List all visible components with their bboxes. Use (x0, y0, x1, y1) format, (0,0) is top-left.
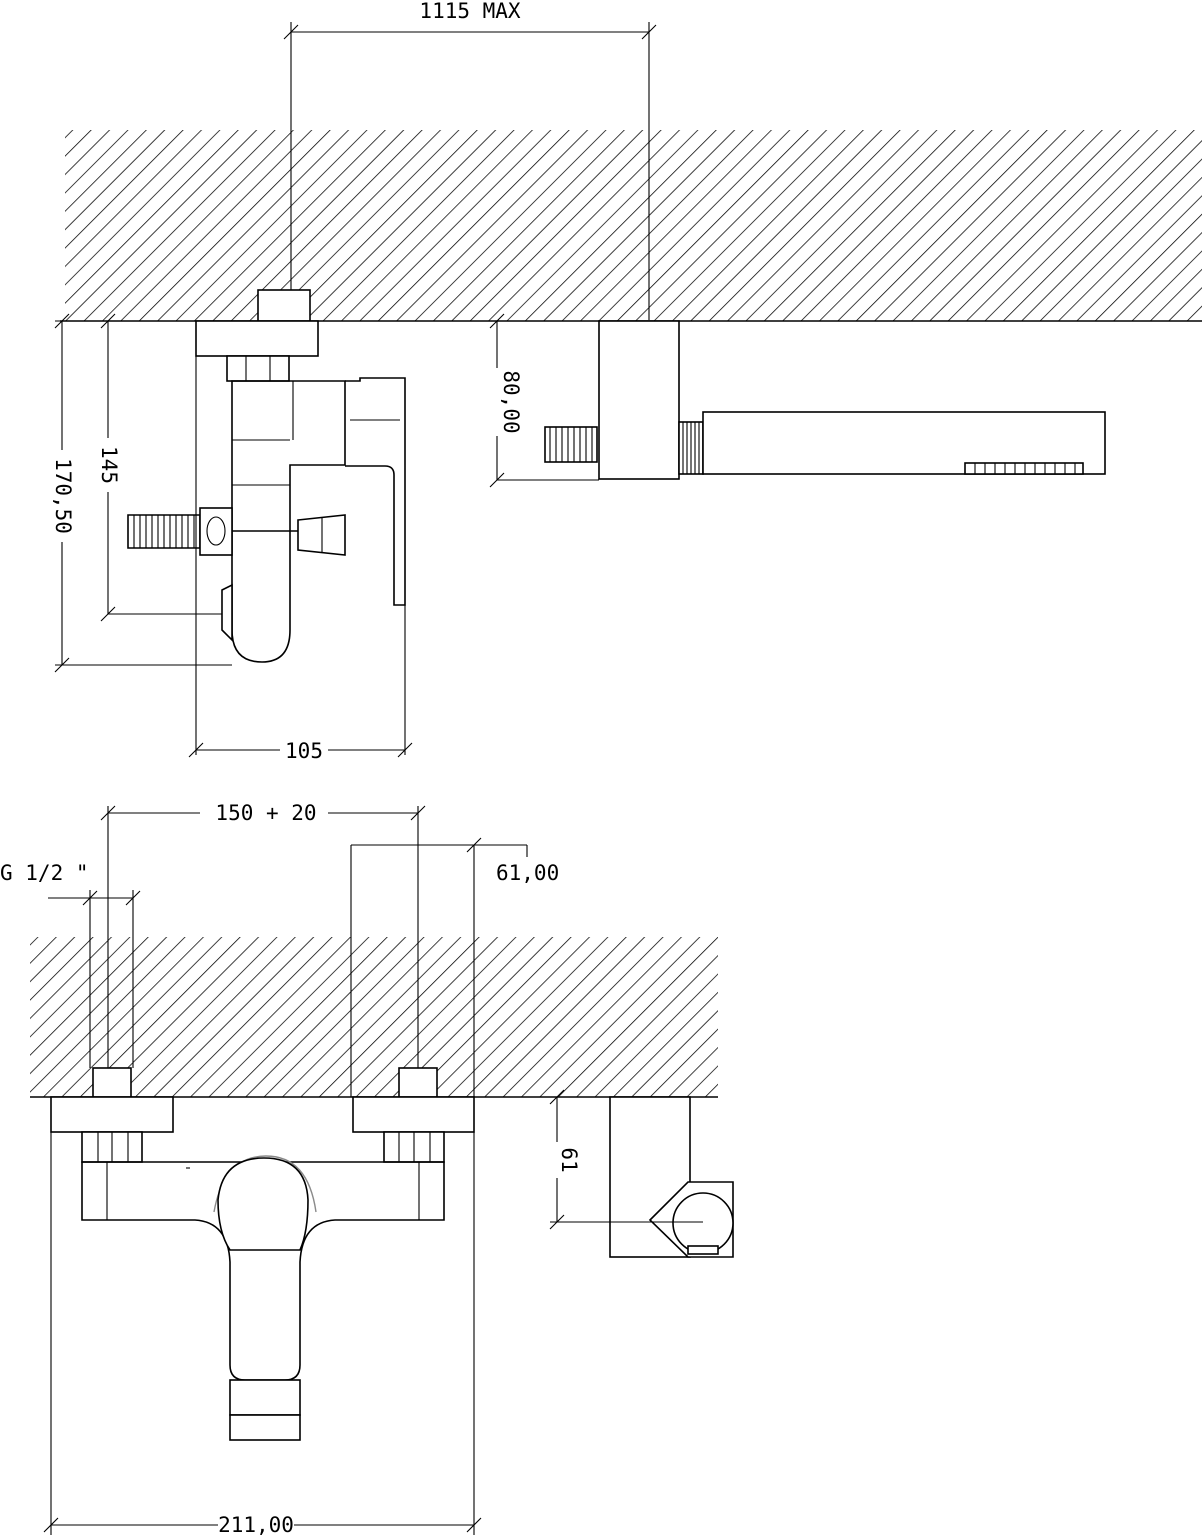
bottom-wall-section (30, 937, 718, 1098)
mixer-side-view (127, 289, 406, 663)
wall-hose-thread (549, 427, 593, 462)
dimension-overall-width-label: 211,00 (218, 1513, 294, 1535)
dimension-depth-outlet: 145 (96, 313, 222, 622)
mixer-front-view (50, 1067, 475, 1441)
dimension-depth-total-label: 170,50 (51, 458, 75, 534)
dimension-thread-label: G 1/2 " (0, 861, 89, 885)
dimension-centres-label: 150 + 20 (215, 801, 316, 825)
dimension-projection-label: 105 (285, 739, 323, 763)
top-wall-section (60, 130, 1202, 322)
dimension-body-width-label: 61,00 (496, 861, 559, 885)
dimension-projection: 105 (188, 356, 413, 763)
dimension-max-length: 1115 MAX (283, 0, 657, 320)
dimension-spout-offset-label: 61 (557, 1147, 581, 1172)
holder-front-view (609, 1096, 734, 1258)
dimension-max-length-label: 1115 MAX (419, 0, 521, 23)
dimension-depth-total: 170,50 (50, 313, 232, 673)
dimension-thread: G 1/2 " (0, 861, 141, 1068)
dimension-handshower-height: 80,00 (489, 313, 599, 488)
dimension-body-width: 61,00 (350, 837, 559, 1097)
side-hose-thread (133, 515, 195, 548)
dimension-spout-offset: 61 (549, 1089, 703, 1230)
dimension-handshower-height-label: 80,00 (499, 370, 523, 433)
holder-thread (682, 422, 700, 474)
dimension-centres: 150 + 20 (100, 801, 426, 1068)
dimension-overall-width: 211,00 (43, 1132, 482, 1535)
dimension-depth-outlet-label: 145 (97, 446, 121, 484)
shower-nozzles (974, 463, 1076, 474)
handshower-holder (544, 320, 1106, 480)
